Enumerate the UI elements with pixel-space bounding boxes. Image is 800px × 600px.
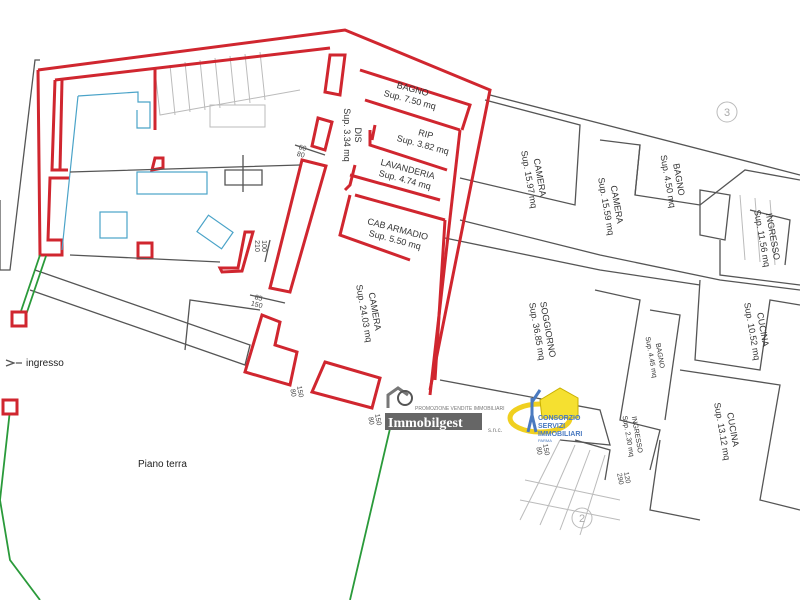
armchair-icon <box>99 211 128 239</box>
svg-text:RIP: RIP <box>417 127 434 141</box>
consorzio-logo: CONSORZIO SERVIZI IMMOBILIARI PARMA <box>507 387 582 443</box>
room-label-bagno: BAGNO Sup. 7.50 mq <box>383 80 437 111</box>
unit-marker-2: 2 <box>571 507 593 529</box>
furniture <box>61 91 301 263</box>
room-label-soggiorno: SOGGIORNO Sup. 36.85 mq <box>527 301 558 361</box>
svg-text:150: 150 <box>541 443 550 456</box>
room-label-camera: CAMERA Sup. 15.59 mq <box>596 177 625 236</box>
room-label-bagno: BAGNO Sup. 4.45 mq <box>644 336 666 378</box>
stairs <box>154 51 776 536</box>
svg-text:100: 100 <box>260 240 267 252</box>
svg-text:80: 80 <box>296 151 305 160</box>
svg-text:80: 80 <box>288 389 296 398</box>
svg-text:85: 85 <box>254 294 263 303</box>
svg-text:150: 150 <box>250 300 263 310</box>
room-label-ingresso: INGRESSO Sup. 11.56 mq <box>752 209 782 268</box>
svg-text:2: 2 <box>579 513 585 525</box>
svg-text:150: 150 <box>295 385 304 398</box>
unit-marker-3: 3 <box>716 101 738 123</box>
room-label-ingresso: INGRESSO Sup. 2.30 mq <box>621 415 644 457</box>
svg-text:290: 290 <box>615 473 624 486</box>
room-label-camera: CAMERA Sup. 15.97 mq <box>519 150 548 209</box>
svg-text:SERVIZI: SERVIZI <box>538 423 565 430</box>
floor-label: Piano terra <box>138 459 187 470</box>
room-label-dis: DIS Sup. 3.34 mq <box>342 108 363 162</box>
svg-text:60: 60 <box>298 144 307 153</box>
sofa-icon <box>136 171 208 195</box>
svg-text:80: 80 <box>534 447 542 456</box>
svg-text:CONSORZIO: CONSORZIO <box>538 415 581 422</box>
svg-text:Sup. 4.45 mq: Sup. 4.45 mq <box>644 336 658 378</box>
room-label-cucina: CUCINA Sup. 13.12 mq <box>712 402 741 461</box>
svg-text:s.n.c.: s.n.c. <box>488 428 503 434</box>
svg-text:BAGNO: BAGNO <box>654 343 665 370</box>
svg-text:DIS: DIS <box>353 127 363 142</box>
existing-walls <box>0 59 800 521</box>
svg-text:150: 150 <box>373 413 382 426</box>
svg-text:210: 210 <box>253 240 260 252</box>
project-walls <box>36 28 492 410</box>
svg-text:IMMOBILIARI: IMMOBILIARI <box>538 431 582 438</box>
svg-text:PARMA: PARMA <box>538 438 552 443</box>
entrance-label: ingresso <box>26 358 64 369</box>
svg-text:3: 3 <box>724 107 730 119</box>
armchair-icon <box>196 214 234 250</box>
svg-text:Immobilgest: Immobilgest <box>388 416 463 431</box>
dining-table-icon <box>209 104 266 128</box>
room-label-bagno: BAGNO Sup. 4.50 mq <box>659 154 687 208</box>
svg-text:120: 120 <box>622 471 631 484</box>
svg-text:Sup. 3.34 mq: Sup. 3.34 mq <box>342 108 352 162</box>
svg-text:PROMOZIONE VENDITE IMMOBILIARI: PROMOZIONE VENDITE IMMOBILIARI <box>415 406 504 412</box>
immobilgest-logo: PROMOZIONE VENDITE IMMOBILIARI Immobilge… <box>385 386 504 434</box>
svg-text:80: 80 <box>366 417 374 426</box>
property-boundary <box>0 254 393 600</box>
room-label-camera: CAMERA Sup. 24.03 mq <box>354 284 383 343</box>
room-label-rip: RIP Sup. 3.82 mq <box>396 127 450 156</box>
